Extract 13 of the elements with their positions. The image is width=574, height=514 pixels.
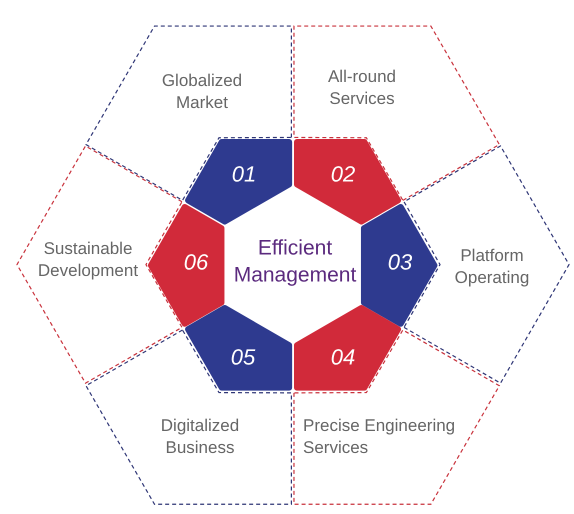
- step-number: 05: [230, 344, 256, 372]
- step-number: 02: [330, 160, 356, 189]
- step-number: 03: [388, 248, 412, 277]
- sector-label: All-round Services: [326, 66, 397, 110]
- center-title: Efficient Management: [232, 236, 358, 289]
- sector-label: Digitalized Business: [160, 414, 240, 459]
- sector-label: Globalized Market: [160, 70, 244, 114]
- sector-label: Sustainable Development: [36, 238, 140, 282]
- sector-label: Platform Operating: [454, 244, 530, 289]
- step-number: 01: [232, 160, 256, 189]
- step-number: 06: [184, 248, 208, 277]
- sector-label: Precise Engineering Services: [302, 414, 456, 459]
- step-number: 04: [330, 344, 356, 372]
